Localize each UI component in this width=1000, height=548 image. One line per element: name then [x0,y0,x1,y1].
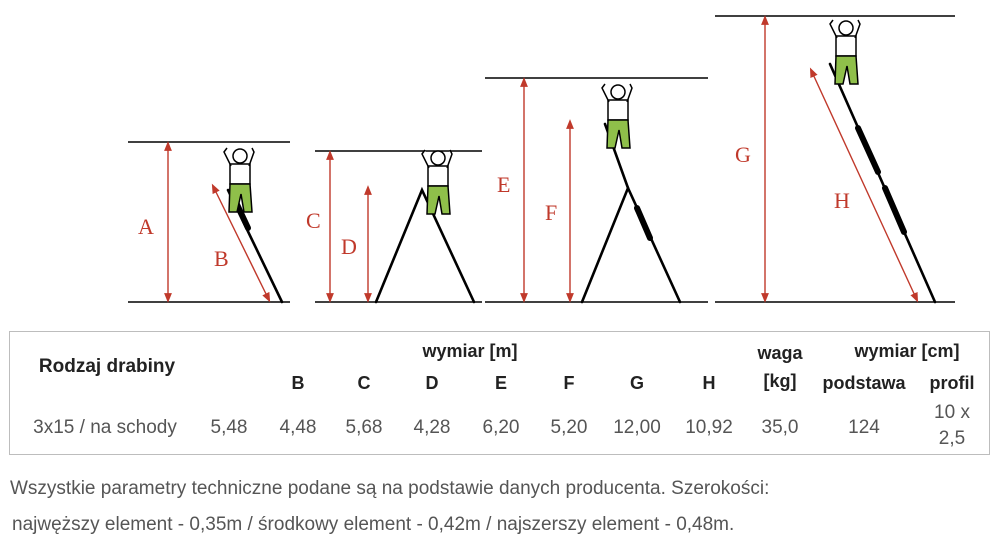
ladder-frame [580,184,682,304]
ladder-4-figure: G H [715,15,955,304]
cell-b: 4,48 [279,417,317,438]
label-e: E [497,172,510,197]
column-header-b: B [291,373,305,393]
cell-weight: 35,0 [761,417,799,438]
cell-base: 124 [848,417,880,438]
cell-f: 5,20 [550,417,588,438]
cm-group-header: wymiar [cm] [854,341,960,361]
ladder-rail [828,62,937,304]
dimension-h [809,67,919,303]
person-icon [223,147,255,213]
cell-profile: 10 x [934,402,970,423]
spec-table: Rodzaj drabiny wymiar [m] B C D E F G H … [9,331,990,455]
type-header: Rodzaj drabiny [38,356,176,377]
weight-unit-header: [kg] [763,371,797,391]
column-header-g: G [629,373,644,393]
cell-h: 10,92 [685,417,733,438]
cell-d: 4,28 [413,417,451,438]
ladder-diagram: A B C D E F G H [128,15,955,304]
weight-header: waga [757,343,803,363]
ladder-rail-thick [882,185,907,235]
label-g: G [735,142,751,167]
person-icon [601,83,633,149]
person-icon [421,149,453,215]
ladder-frame [374,186,476,304]
ladder-rail-thick [634,205,653,241]
column-header-e: E [494,373,507,393]
label-a: A [138,214,154,239]
column-header-h: H [702,373,716,393]
cell-e: 6,20 [482,417,520,438]
column-header-c: C [357,373,371,393]
column-header-d: D [425,373,439,393]
dimension-b [211,183,271,303]
column-header-f: F [563,373,575,393]
label-c: C [306,208,321,233]
label-h: H [834,188,850,213]
ladder-1-figure: A B [128,141,290,304]
label-b: B [214,246,229,271]
cell-g: 12,00 [613,417,661,438]
cell-a: 5,48 [210,417,248,438]
label-d: D [341,234,357,259]
ladder-3-figure: E F [485,77,708,304]
profile-header: profil [929,373,975,393]
row-type: 3x15 / na schody [33,417,177,438]
base-header: podstawa [822,373,906,393]
dimension-group-header: wymiar [m] [422,341,518,361]
footnote-line-2: najwęższy element - 0,35m / środkowy ele… [12,514,735,535]
cell-c: 5,68 [345,417,383,438]
cell-profile-line2: 2,5 [938,428,966,449]
label-f: F [545,200,557,225]
footnote-line-1: Wszystkie parametry techniczne podane są… [10,478,770,499]
ladder-2-figure: C D [306,149,482,304]
ladder-rail-thick [855,125,881,175]
